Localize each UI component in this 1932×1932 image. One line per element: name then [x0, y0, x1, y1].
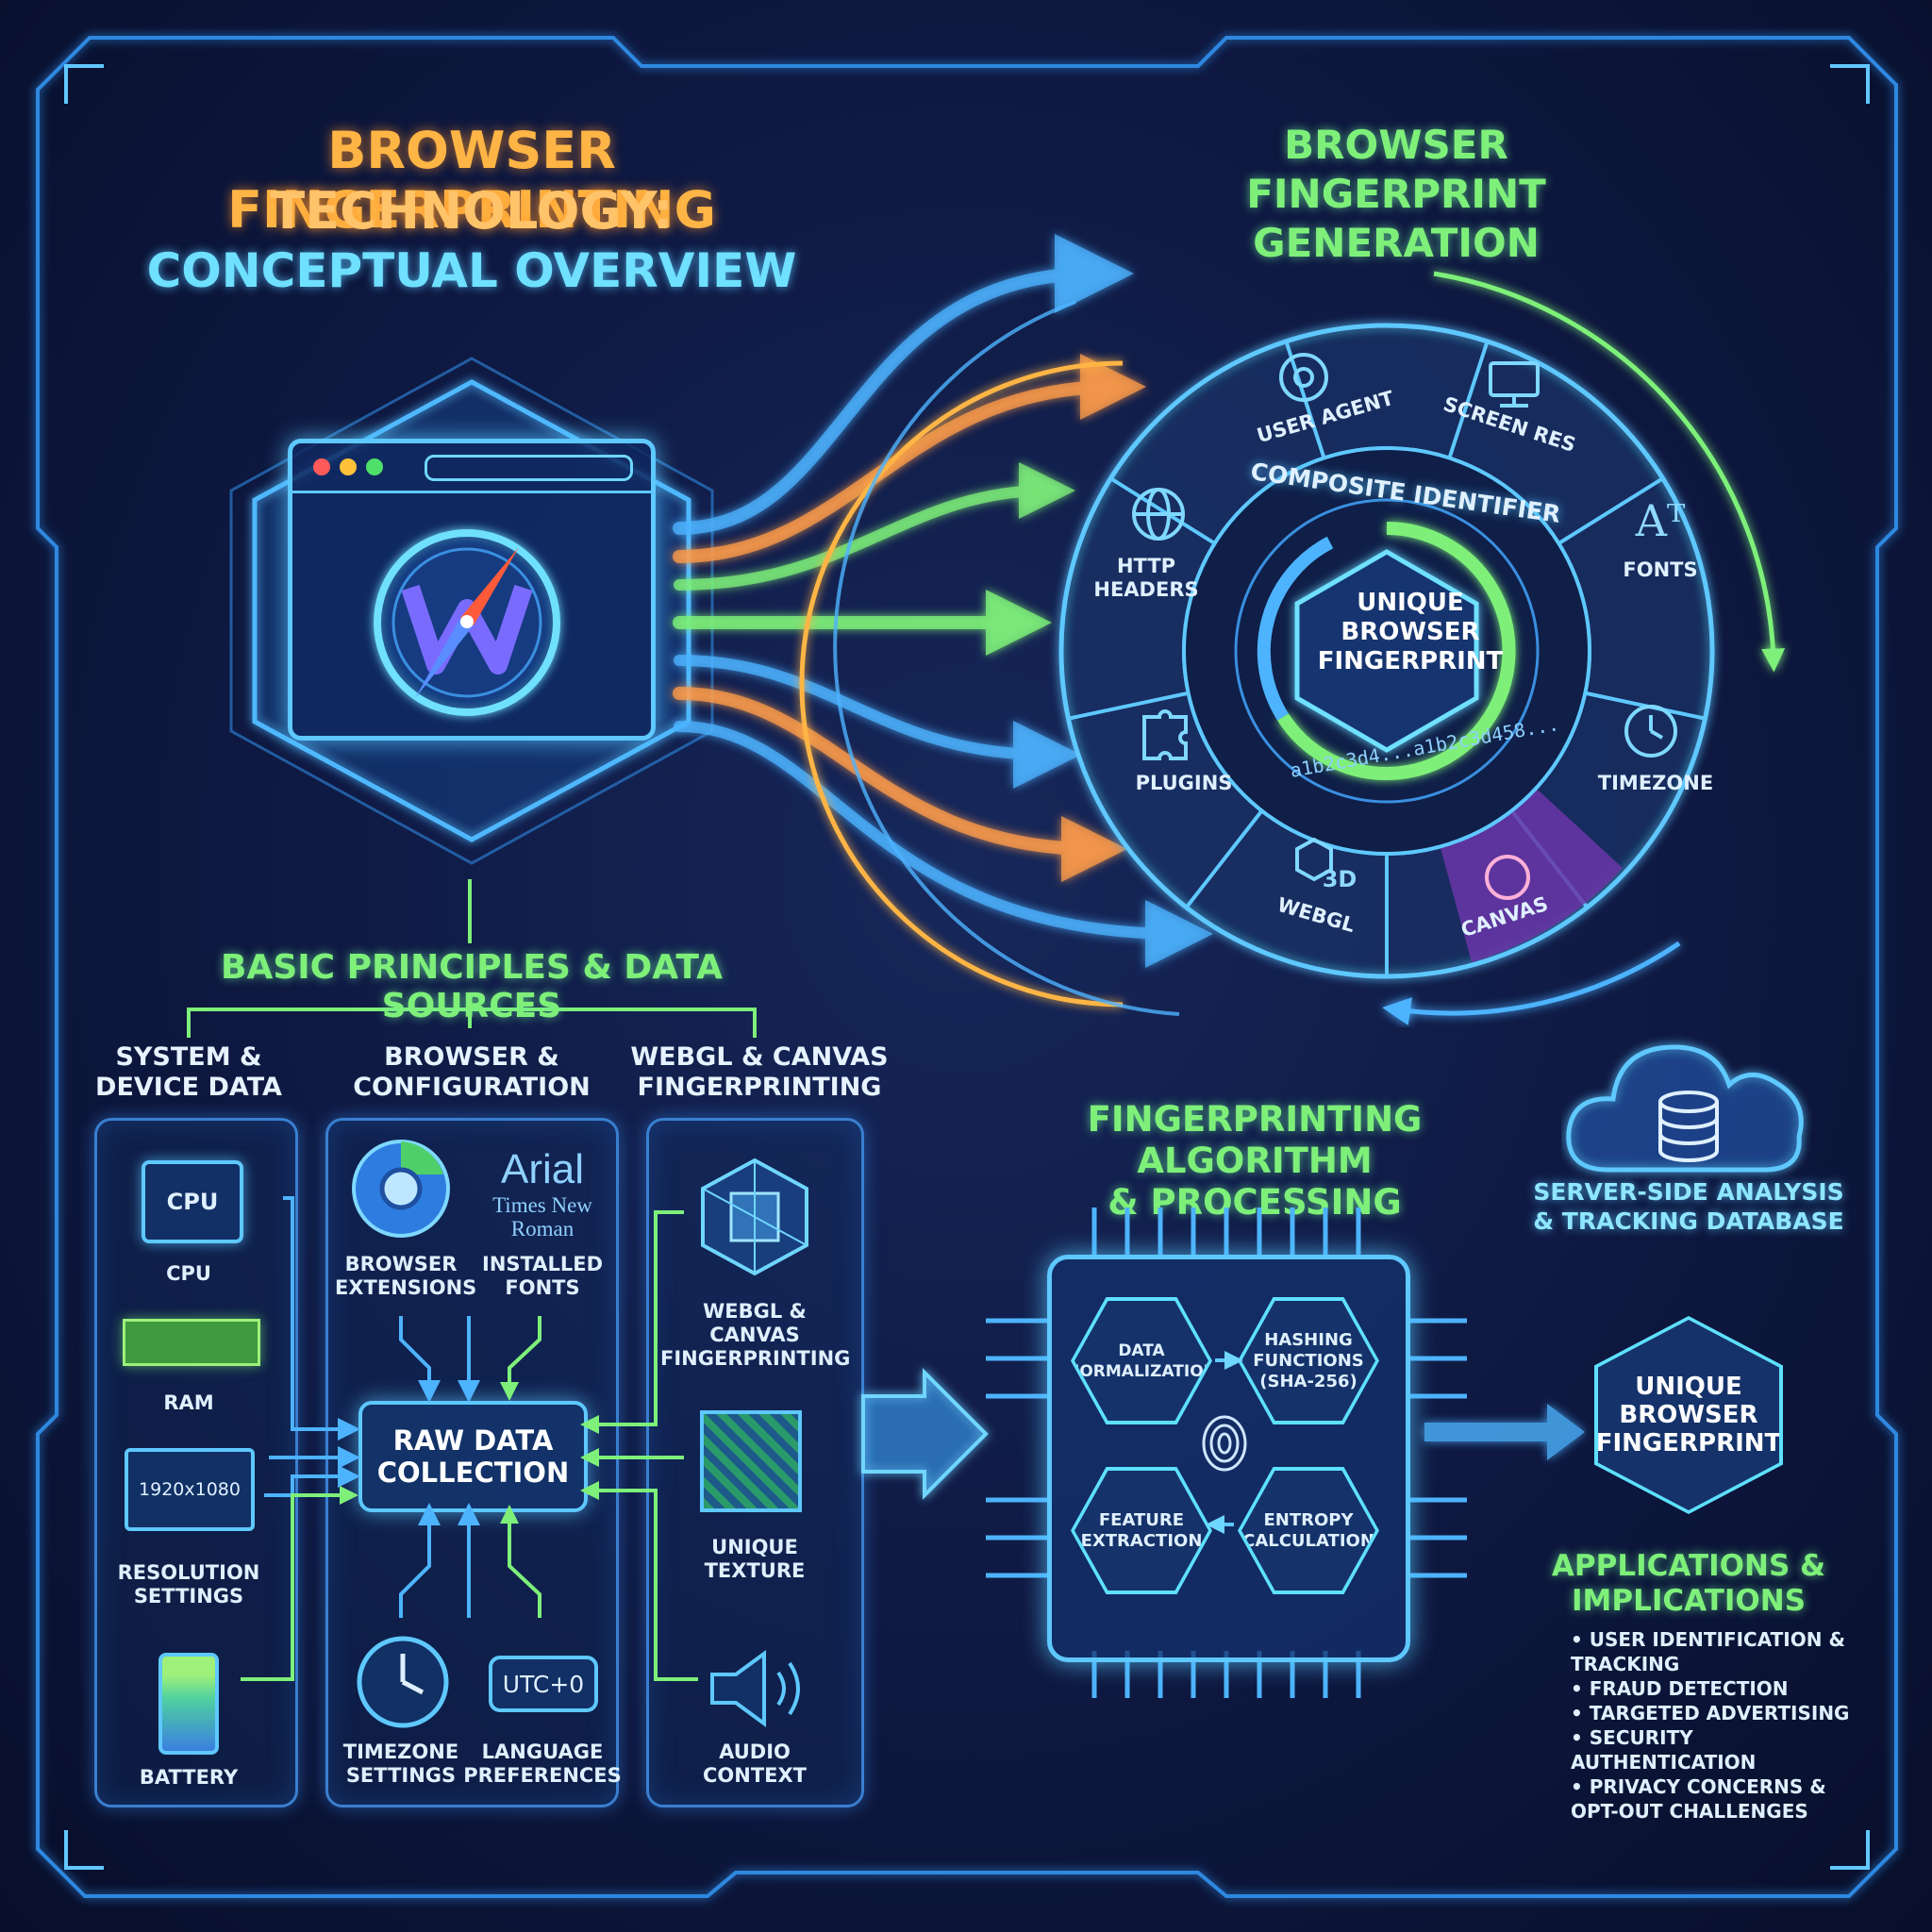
address-bar: [425, 455, 633, 481]
installed-fonts-label: INSTALLED FONTS: [482, 1253, 603, 1299]
battery-icon: [158, 1653, 219, 1755]
audio-speaker-icon: [710, 1650, 800, 1727]
window-minimize-dot: [340, 458, 357, 475]
webgl-3d-icon: 3D: [1322, 866, 1357, 892]
font-sample-arial: Arial: [500, 1146, 585, 1192]
cloud-database-icon: [1566, 1044, 1804, 1173]
feature-extraction-label: FEATURE EXTRACTION: [1080, 1509, 1203, 1551]
server-label: SERVER-SIDE ANALYSIS & TRACKING DATABASE: [1533, 1178, 1844, 1235]
audio-context-label: AUDIO CONTEXT: [702, 1740, 808, 1787]
principles-heading: BASIC PRINCIPLES & DATA SOURCES: [221, 948, 723, 1025]
hex-hashing-functions: HASHING FUNCTIONS (SHA-256): [1238, 1297, 1379, 1424]
applications-list: • USER IDENTIFICATION & TRACKING • FRAUD…: [1571, 1627, 1854, 1824]
col-browser-heading: BROWSER & CONFIGURATION: [353, 1042, 591, 1102]
final-fingerprint-label: UNIQUE BROWSER FINGERPRINT: [1595, 1373, 1782, 1457]
window-close-dot: [313, 458, 330, 475]
algorithm-inner-arrows: [1202, 1351, 1247, 1534]
webgl-cube-icon: [701, 1158, 808, 1276]
utc-label: UTC+0: [502, 1670, 585, 1698]
title-line-1: BROWSER FINGERPRINTING: [227, 121, 716, 240]
window-divider: [292, 491, 651, 493]
raw-data-label: RAW DATA COLLECTION: [376, 1424, 570, 1489]
timezone-settings-label: TIMEZONE SETTINGS: [342, 1740, 459, 1787]
col-system-heading: SYSTEM & DEVICE DATA: [95, 1042, 282, 1102]
browser-extensions-label: BROWSER EXTENSIONS: [335, 1253, 477, 1299]
hex-data-normalization: DATA NORMALIZATION: [1071, 1297, 1212, 1424]
cpu-label: CPU: [166, 1262, 211, 1285]
composite-ring: [1058, 323, 1715, 979]
applications-heading: APPLICATIONS & IMPLICATIONS: [1551, 1549, 1826, 1618]
application-item-1: • USER IDENTIFICATION & TRACKING: [1571, 1628, 1845, 1675]
hex-entropy-calculation: ENTROPY CALCULATION: [1238, 1467, 1379, 1594]
cpu-icon: CPU: [142, 1160, 243, 1243]
generation-heading: BROWSER FINGERPRINT GENERATION: [1246, 122, 1546, 266]
chrome-icon: [352, 1140, 450, 1238]
font-sample-times: Times New Roman: [492, 1193, 592, 1241]
application-item-5: • PRIVACY CONCERNS & OPT-OUT CHALLENGES: [1571, 1775, 1826, 1823]
window-maximize-dot: [366, 458, 383, 475]
texture-swatch-icon: [700, 1410, 802, 1512]
hashing-label: HASHING FUNCTIONS (SHA-256): [1253, 1329, 1364, 1391]
fonts-glyph-icon: Aᵀ: [1635, 495, 1686, 546]
resolution-value: 1920x1080: [139, 1479, 241, 1500]
hex-unique-fingerprint-final: UNIQUE BROWSER FINGERPRINT: [1594, 1316, 1783, 1514]
unique-texture-label: UNIQUE TEXTURE: [704, 1536, 806, 1582]
segment-timezone: TIMEZONE: [1597, 772, 1714, 794]
utc-badge: UTC+0: [489, 1656, 598, 1712]
segment-http-headers: HTTP HEADERS: [1093, 555, 1199, 601]
ram-label: RAM: [163, 1391, 214, 1414]
monitor-icon: 1920x1080: [125, 1448, 255, 1531]
webgl-canvas-label: WEBGL & CANVAS FINGERPRINTING: [660, 1300, 851, 1370]
segment-fonts: FONTS: [1623, 558, 1698, 581]
compass-icon: [374, 529, 560, 716]
cpu-chip-label: CPU: [166, 1189, 219, 1215]
application-item-4: • SECURITY AUTHENTICATION: [1571, 1726, 1757, 1774]
application-item-2: • FRAUD DETECTION: [1571, 1677, 1789, 1700]
resolution-label: RESOLUTION SETTINGS: [117, 1561, 260, 1607]
hex-feature-extraction: FEATURE EXTRACTION: [1071, 1467, 1212, 1594]
title-line-3: CONCEPTUAL OVERVIEW: [146, 243, 797, 298]
col-webgl-heading: WEBGL & CANVAS FINGERPRINTING: [630, 1042, 889, 1102]
data-normalization-label: DATA NORMALIZATION: [1066, 1341, 1217, 1381]
timezone-clock-icon: [357, 1636, 449, 1728]
entropy-label: ENTROPY CALCULATION: [1242, 1509, 1374, 1551]
segment-plugins: PLUGINS: [1135, 772, 1233, 794]
title-line-2: TECHNOLOGY:: [270, 181, 674, 241]
application-item-3: • TARGETED ADVERTISING: [1571, 1702, 1850, 1724]
language-preferences-label: LANGUAGE PREFERENCES: [463, 1740, 622, 1787]
battery-label: BATTERY: [139, 1766, 239, 1789]
ram-icon: [123, 1319, 260, 1366]
ring-center-label: UNIQUE BROWSER FINGERPRINT: [1317, 589, 1504, 675]
